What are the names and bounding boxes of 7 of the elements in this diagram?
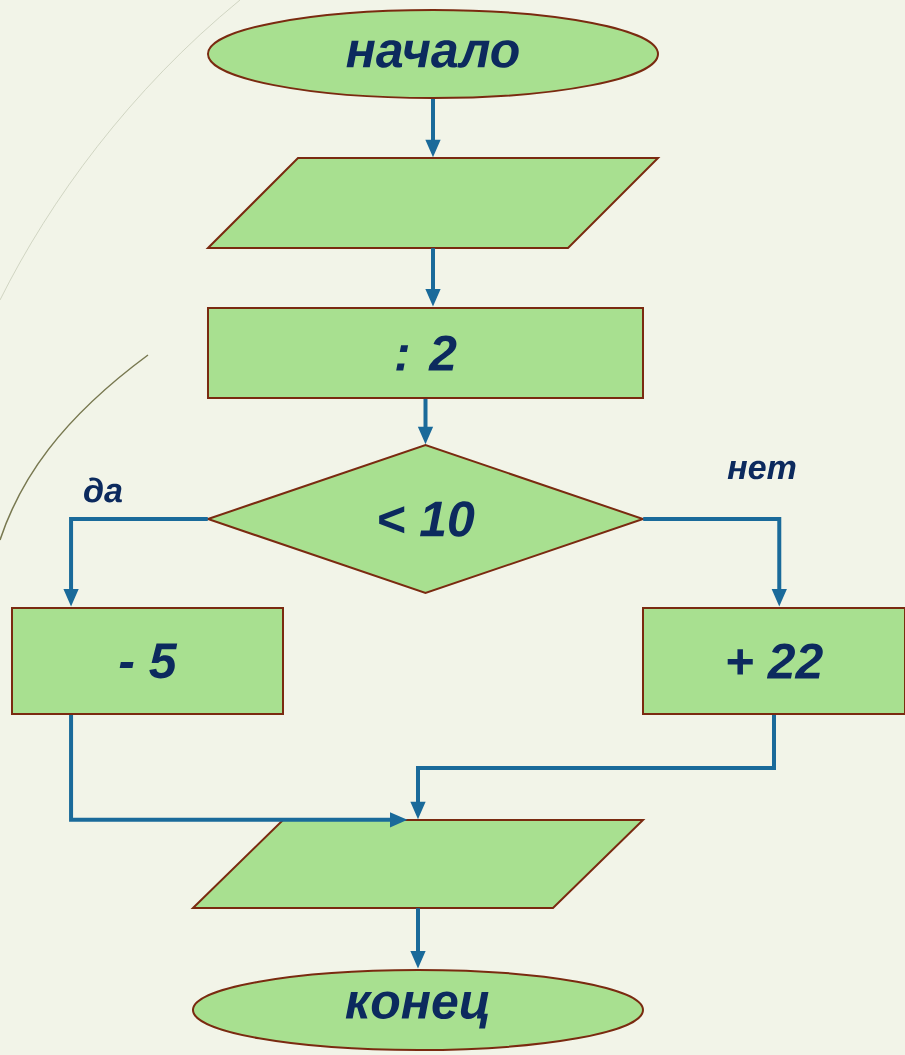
process-box: - 5 [11, 607, 284, 715]
edge-label: нет [727, 460, 796, 480]
edge-label: да [84, 477, 122, 503]
terminal-oval: конец [192, 969, 644, 1051]
process-box: : 2 [207, 307, 644, 399]
process-box: + 22 [642, 607, 905, 715]
terminal-oval: начало [207, 9, 659, 99]
